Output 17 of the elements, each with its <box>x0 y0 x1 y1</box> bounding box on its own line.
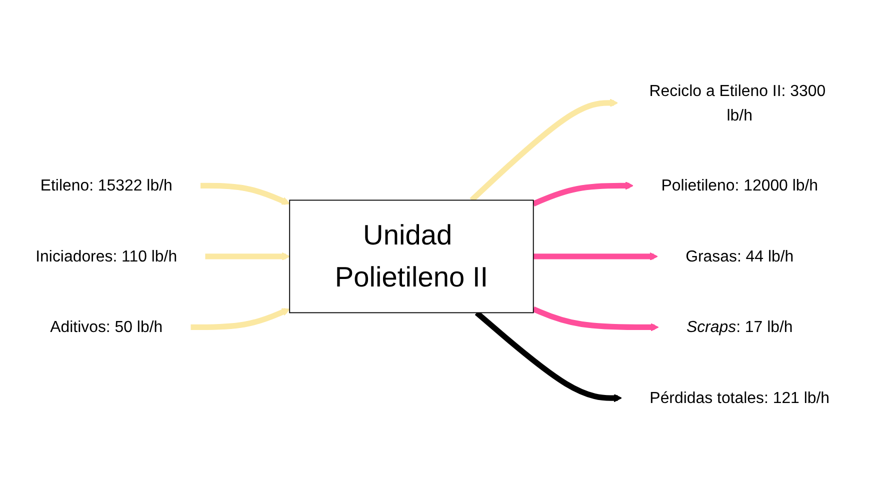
node-text: Scraps: 17 lb/h <box>686 318 793 336</box>
arrow <box>200 182 290 205</box>
node-text: Aditivos: 50 lb/h <box>50 318 163 336</box>
arrow <box>205 252 290 261</box>
arrow <box>532 182 634 206</box>
arrow <box>474 310 622 402</box>
node-text: Iniciadores: 110 lb/h <box>36 247 178 266</box>
arrow <box>470 98 618 202</box>
node-text: Pérdidas totales: 121 lb/h <box>650 388 830 407</box>
arrow <box>532 306 659 332</box>
node-text: Polietileno: 12000 lb/h <box>661 176 818 194</box>
node-text: Etileno: 15322 lb/h <box>40 176 172 194</box>
arrow <box>533 252 658 261</box>
node-box: Unidad Polietileno II <box>289 200 534 314</box>
node-text: Reciclo a Etileno II: 3300 lb/h <box>649 82 826 124</box>
node-text: Grasas: 44 lb/h <box>686 247 794 266</box>
arrow <box>190 308 290 330</box>
